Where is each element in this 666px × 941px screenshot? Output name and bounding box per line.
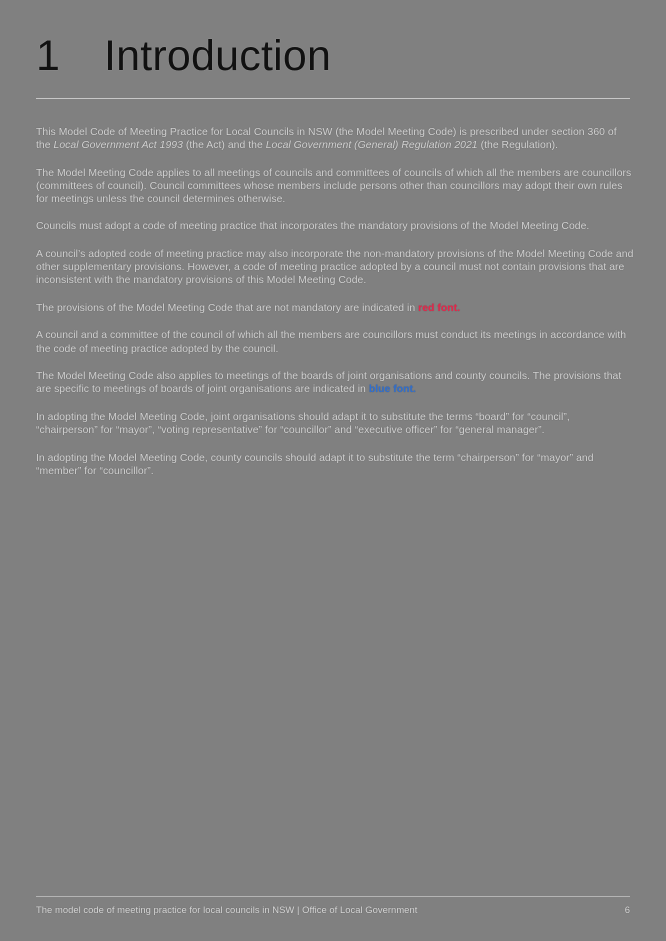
paragraph-4: A council’s adopted code of meeting prac… — [36, 249, 634, 287]
heading-divider — [36, 98, 630, 100]
page-number: 6 — [624, 904, 630, 915]
paragraph-7-blue-font-note: The Model Meeting Code also applies to m… — [36, 371, 622, 396]
page-heading: 1 Introduction — [36, 32, 630, 100]
paragraph-8-joint-organisations: In adopting the Model Meeting Code, join… — [36, 411, 570, 436]
page-footer: The model code of meeting practice for l… — [36, 896, 630, 915]
paragraph-3: Councils must adopt a code of meeting pr… — [36, 221, 590, 233]
paragraph-9-county-councils: In adopting the Model Meeting Code, coun… — [36, 452, 594, 477]
paragraph-2: The Model Meeting Code applies to all me… — [36, 167, 632, 205]
paragraph-1: This Model Code of Meeting Practice for … — [36, 127, 617, 152]
heading-row: 1 Introduction — [36, 32, 630, 80]
paragraph-5-red-font-note: The provisions of the Model Meeting Code… — [36, 302, 461, 314]
heading-section-number: 1 — [36, 32, 61, 80]
footer-title: The model code of meeting practice for l… — [36, 904, 418, 915]
footer-divider — [36, 896, 630, 897]
body-content: This Model Code of Meeting Practice for … — [36, 126, 634, 478]
paragraph-6: A council and a committee of the council… — [36, 330, 627, 355]
page-title: Introduction — [104, 32, 332, 80]
footer-row: The model code of meeting practice for l… — [36, 904, 630, 915]
